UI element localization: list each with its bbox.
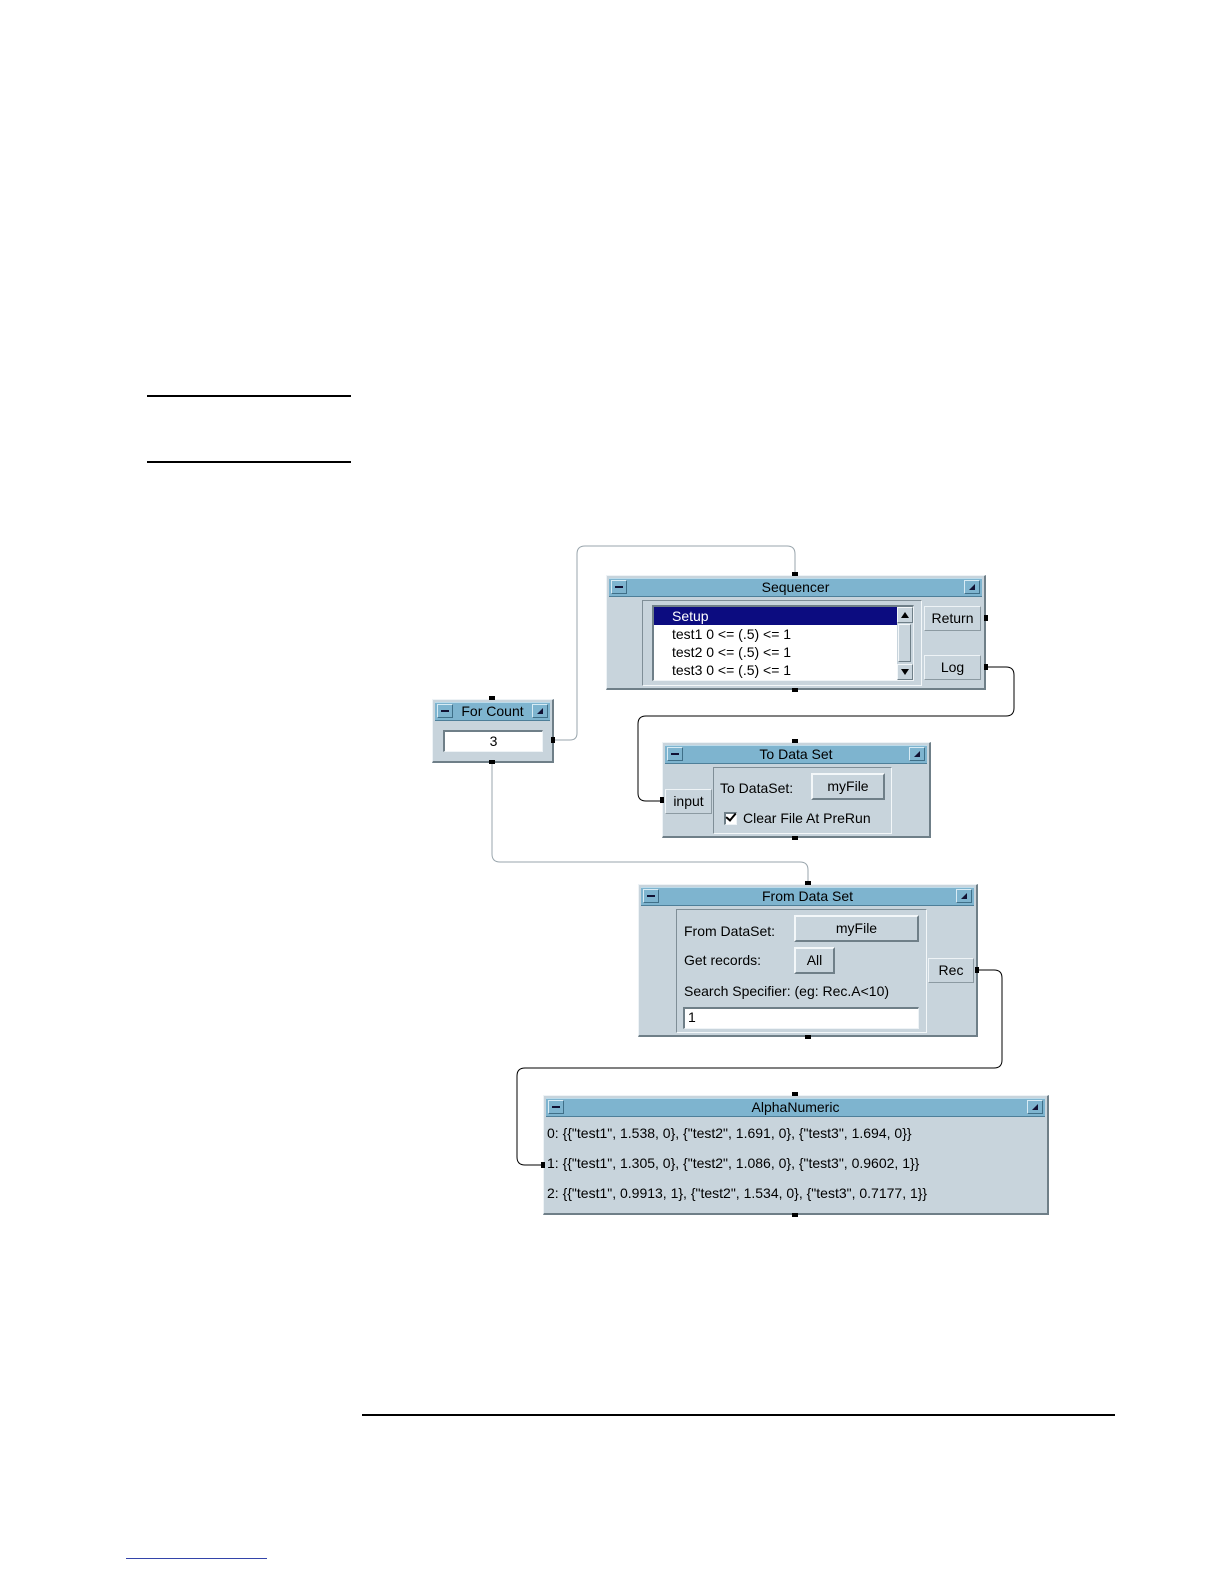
footer-rule [362,1414,1115,1416]
scroll-thumb[interactable] [898,624,911,662]
rec-output-terminal[interactable] [975,967,979,973]
get-records-label: Get records: [684,952,762,968]
corner-arrow-icon [537,708,543,714]
log-pin[interactable]: Log [924,655,981,680]
header-rule-top [147,395,351,397]
from-data-set-titlebar[interactable]: From Data Set [641,887,974,906]
to-dataset-label: To DataSet: [720,780,794,796]
list-item[interactable]: Setup [654,607,913,625]
wire-forcount-to-sequencer [553,545,796,741]
input-pin[interactable]: input [665,789,712,814]
rec-pin[interactable]: Rec [928,958,974,983]
from-data-set-title: From Data Set [761,888,854,904]
return-pin[interactable]: Return [924,606,981,631]
corner-arrow-icon [961,893,967,899]
alphanumeric-titlebar[interactable]: AlphaNumeric [546,1098,1045,1117]
get-records-button[interactable]: All [794,947,835,974]
from-data-set-sequence-in-terminal[interactable] [805,881,811,885]
corner-arrow-icon [1032,1104,1038,1110]
clear-file-label: Clear File At PreRun [743,810,871,826]
object-menu-button[interactable] [964,580,980,594]
wire-forcount-to-fromdataset [491,762,809,884]
minus-icon [671,753,679,755]
from-data-set-object[interactable]: From Data Set From DataSet: myFile Get r… [638,884,978,1037]
sequencer-titlebar[interactable]: Sequencer [609,578,982,597]
arrow-up-icon [901,612,909,618]
for-count-sequence-out-terminal[interactable] [489,760,495,764]
list-item[interactable]: test1 0 <= (.5) <= 1 [672,626,792,642]
list-scrollbar[interactable] [897,607,913,680]
minimize-button[interactable] [437,704,453,718]
wire-log-to-todataset [637,666,1015,802]
list-item[interactable]: test2 0 <= (.5) <= 1 [672,644,792,660]
alphanumeric-sequence-in-terminal[interactable] [792,1092,798,1096]
to-data-set-title: To Data Set [759,746,833,762]
for-count-object[interactable]: For Count 3 [432,699,554,763]
for-count-titlebar[interactable]: For Count [435,702,550,721]
sequencer-title: Sequencer [761,579,830,595]
output-line: 0: {{"test1", 1.538, 0}, {"test2", 1.691… [547,1125,912,1141]
arrow-down-icon [901,669,909,675]
search-specifier-label: Search Specifier: (eg: Rec.A<10) [684,983,890,999]
minimize-button[interactable] [548,1100,564,1114]
to-data-set-object[interactable]: To Data Set input To DataSet: myFile Cle… [662,742,931,838]
sequencer-sequence-out-terminal[interactable] [792,688,798,692]
sequencer-object[interactable]: Sequencer Setup test1 0 <= (.5) <= 1 tes… [606,575,986,690]
header-rule-bottom [147,461,351,463]
from-dataset-file-button[interactable]: myFile [794,915,919,942]
minimize-button[interactable] [667,747,683,761]
alphanumeric-title: AlphaNumeric [751,1099,840,1115]
from-data-set-panel: From DataSet: myFile Get records: All Se… [676,909,927,1033]
from-dataset-label: From DataSet: [684,923,776,939]
for-count-title: For Count [461,703,524,719]
sequencer-transaction-list[interactable]: Setup test1 0 <= (.5) <= 1 test2 0 <= (.… [652,605,914,681]
output-line: 1: {{"test1", 1.305, 0}, {"test2", 1.086… [547,1155,920,1171]
output-line: 2: {{"test1", 0.9913, 1}, {"test2", 1.53… [547,1185,928,1201]
from-data-set-sequence-out-terminal[interactable] [805,1035,811,1039]
sequencer-sequence-in-terminal[interactable] [792,572,798,576]
minus-icon [615,586,623,588]
object-menu-button[interactable] [532,704,548,718]
to-data-set-sequence-in-terminal[interactable] [792,739,798,743]
to-dataset-file-button[interactable]: myFile [811,773,885,800]
to-data-set-titlebar[interactable]: To Data Set [665,745,927,764]
minus-icon [552,1106,560,1108]
object-menu-button[interactable] [1027,1100,1043,1114]
return-output-terminal[interactable] [984,615,988,621]
log-output-terminal[interactable] [984,664,988,670]
footer-link-underline [126,1558,267,1559]
clear-file-checkbox[interactable] [724,810,737,825]
object-menu-button[interactable] [909,747,925,761]
to-data-set-sequence-out-terminal[interactable] [792,836,798,840]
scroll-down-button[interactable] [897,664,913,680]
for-count-sequence-in-terminal[interactable] [489,696,495,700]
to-data-set-panel: To DataSet: myFile Clear File At PreRun [713,767,892,834]
alphanumeric-data-in-terminal[interactable] [541,1162,545,1168]
minimize-button[interactable] [643,889,659,903]
checkmark-icon [725,810,737,822]
scroll-up-button[interactable] [897,607,913,623]
for-count-value-field[interactable]: 3 [443,730,543,752]
search-specifier-input[interactable]: 1 [683,1007,919,1029]
alphanumeric-object[interactable]: AlphaNumeric 0: {{"test1", 1.538, 0}, {"… [543,1095,1049,1215]
minus-icon [441,710,449,712]
object-menu-button[interactable] [956,889,972,903]
list-item[interactable]: test3 0 <= (.5) <= 1 [672,662,792,678]
alphanumeric-sequence-out-terminal[interactable] [792,1213,798,1217]
input-terminal[interactable] [660,797,664,803]
corner-arrow-icon [914,751,920,757]
wire-rec-to-alphanumeric [516,969,1003,1166]
sequencer-panel: Setup test1 0 <= (.5) <= 1 test2 0 <= (.… [642,600,922,686]
for-count-output-terminal[interactable] [551,737,555,743]
minus-icon [647,895,655,897]
corner-arrow-icon [969,584,975,590]
minimize-button[interactable] [611,580,627,594]
